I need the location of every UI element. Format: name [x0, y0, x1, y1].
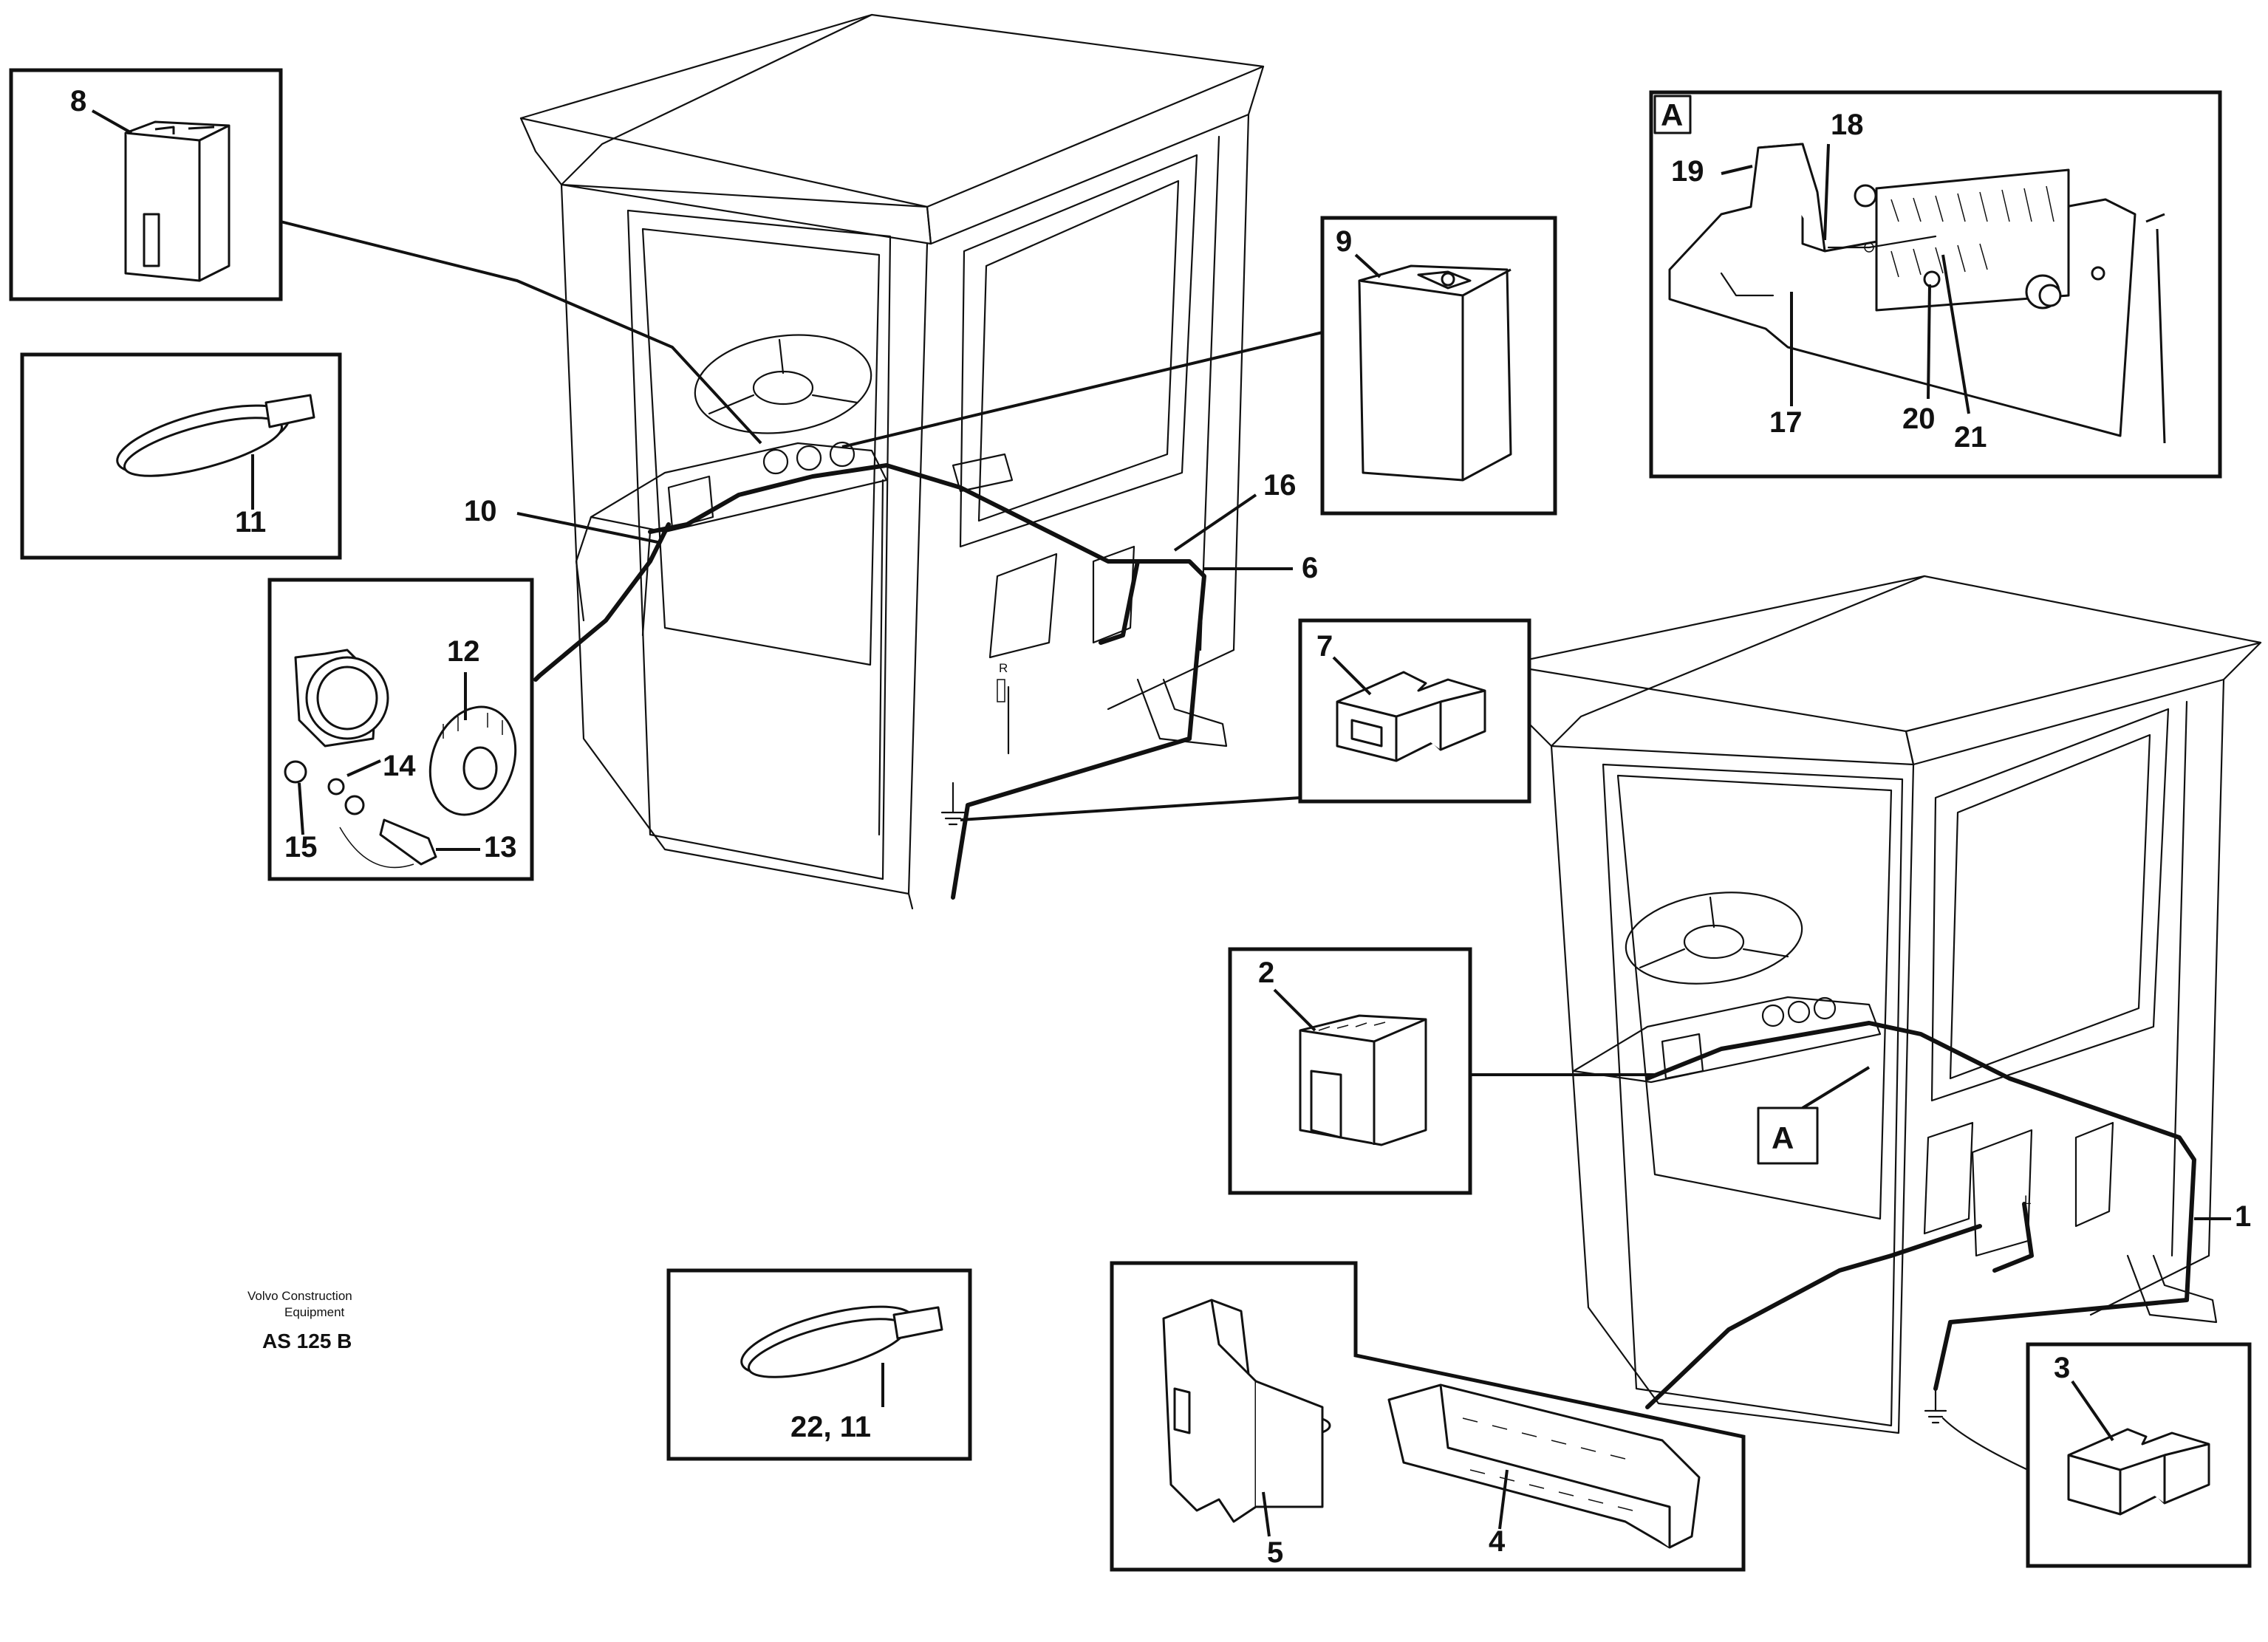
part-box-3: 3	[2026, 1342, 2252, 1568]
callout-21: 21	[1954, 421, 1987, 454]
callout-2: 2	[1258, 957, 1274, 989]
part-box-9: 9	[1320, 216, 1557, 516]
callout-12: 12	[447, 635, 480, 668]
leader-10	[516, 512, 662, 544]
callout-8: 8	[70, 85, 86, 117]
publisher-footer: Volvo Construction Equipment AS 125 B	[247, 1289, 352, 1352]
callout-3: 3	[2054, 1352, 2070, 1384]
ground-symbol-left	[940, 781, 966, 826]
part-box-22-11: 22, 11	[666, 1268, 972, 1461]
part-box-7: 7	[1298, 618, 1531, 804]
detail-marker-a: A	[1757, 1066, 1871, 1165]
footer-line2: Equipment	[284, 1305, 345, 1319]
callout-5: 5	[1267, 1536, 1283, 1569]
leader-12-to-cab	[533, 674, 542, 682]
part-box-8: 8	[9, 68, 283, 301]
callout-15: 15	[284, 831, 318, 863]
callout-13: 13	[484, 831, 517, 863]
callout-20: 20	[1902, 403, 1936, 435]
leader-9-to-cab	[841, 331, 1323, 448]
left-cab: R	[519, 13, 1265, 910]
part-box-2: 2	[1228, 947, 1472, 1195]
callout-4: 4	[1489, 1525, 1506, 1558]
footer-line1: Volvo Construction	[247, 1289, 352, 1303]
callout-7: 7	[1316, 630, 1333, 663]
callout-11: 11	[235, 506, 266, 538]
leader-7-to-ground	[960, 796, 1301, 821]
detail-view-a-label: A	[1661, 98, 1683, 132]
right-cab-harness	[1645, 1021, 2196, 1409]
cab-mark-r: R	[999, 661, 1008, 675]
ground-symbol-right	[1924, 1387, 1947, 1424]
right-cab: L	[1502, 575, 2262, 1434]
footer-code: AS 125 B	[262, 1330, 352, 1352]
callout-6: 6	[1302, 552, 1318, 584]
part-box-12-15: 12 14 15 13	[267, 578, 534, 881]
callout-17: 17	[1769, 406, 1803, 439]
leader-8-to-cab	[280, 220, 762, 445]
part-box-4-5: 5 4	[1110, 1261, 1746, 1572]
leader-16	[1173, 493, 1257, 552]
part-box-11: 11	[20, 352, 342, 560]
callout-9: 9	[1336, 225, 1352, 258]
callout-16: 16	[1263, 469, 1297, 502]
callout-14: 14	[383, 750, 416, 782]
cab-mark-l: L	[2024, 1193, 2031, 1207]
callout-22-11: 22, 11	[790, 1411, 871, 1443]
callout-18: 18	[1831, 109, 1864, 141]
detail-view-a: A 19 18 17 20 21	[1649, 90, 2222, 479]
leader-3-to-ground	[1941, 1417, 2029, 1471]
callout-10: 10	[464, 495, 497, 527]
callout-1: 1	[2235, 1200, 2251, 1233]
detail-marker-a-label: A	[1772, 1121, 1794, 1155]
callout-19: 19	[1671, 155, 1704, 188]
